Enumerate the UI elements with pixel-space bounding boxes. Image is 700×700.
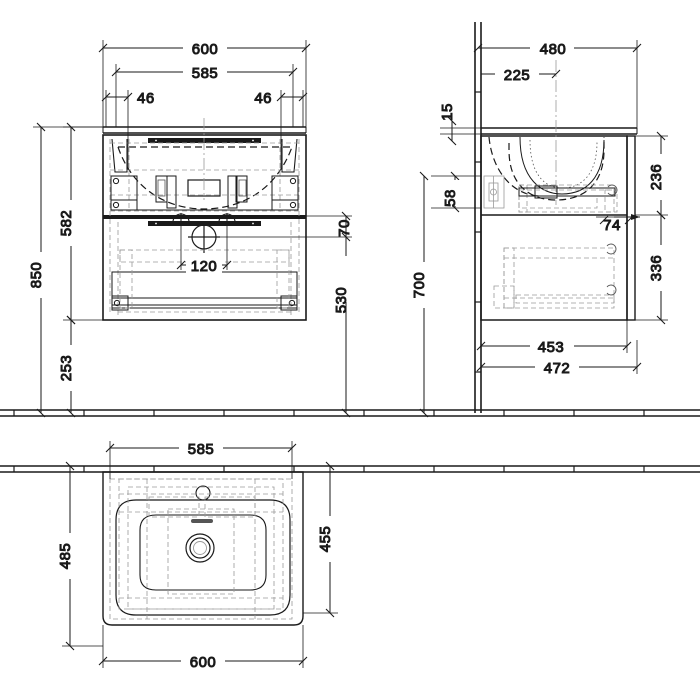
floor-line-lower xyxy=(0,465,700,473)
side-wall-bracket xyxy=(483,175,505,209)
dim-side-225: 225 xyxy=(481,64,561,85)
side-cabinet-body xyxy=(480,135,636,321)
plan-tap-hole xyxy=(195,485,211,501)
dim-side-58: 58 xyxy=(431,171,481,213)
plan-basin-rim xyxy=(115,499,291,616)
dim-front-253: 253 xyxy=(58,315,81,418)
dim-front-850: 850 xyxy=(28,122,103,418)
dim-label-485: 485 xyxy=(57,543,74,570)
dim-front-70: 70 xyxy=(216,211,354,242)
side-basin-profile xyxy=(488,136,605,201)
side-upper-drawer-internals xyxy=(518,184,618,213)
front-upper-drawer-internals xyxy=(110,175,299,211)
dim-side-472: 472 xyxy=(476,340,642,378)
dim-label-455: 455 xyxy=(317,526,334,553)
front-lower-drawer-internals xyxy=(111,271,298,311)
dim-plan-600: 600 xyxy=(98,625,308,672)
dim-label-472: 472 xyxy=(544,360,571,377)
dim-side-15: 15 xyxy=(439,103,481,146)
plan-view: 585 485 455 600 xyxy=(57,438,340,672)
side-elevation-view: 480 225 15 58 700 xyxy=(411,22,671,418)
plan-waste-outlet xyxy=(185,533,215,563)
dim-label-600-plan: 600 xyxy=(190,654,217,671)
dim-label-253: 253 xyxy=(58,355,75,382)
front-basin-hidden-outline xyxy=(117,146,293,210)
side-countertop xyxy=(481,127,638,135)
dim-front-46-left: 46 xyxy=(101,90,155,170)
dim-label-582: 582 xyxy=(58,210,75,237)
front-basin-wings xyxy=(111,138,298,173)
dim-label-453: 453 xyxy=(538,339,565,356)
dim-front-530: 530 xyxy=(333,237,356,418)
front-tap-holes xyxy=(172,213,236,223)
dim-plan-455: 455 xyxy=(303,461,340,618)
dim-front-582: 582 xyxy=(58,122,103,325)
front-drawer-divider xyxy=(103,215,306,219)
front-cabinet-body xyxy=(102,134,307,321)
dim-label-600-front: 600 xyxy=(192,41,219,58)
dim-label-120: 120 xyxy=(191,258,218,275)
side-lower-drawer-runner xyxy=(606,243,617,296)
dim-label-74: 74 xyxy=(603,217,621,234)
dim-label-700: 700 xyxy=(411,272,428,299)
plan-hidden-cabinet xyxy=(109,478,293,620)
dim-front-585: 585 xyxy=(111,62,298,127)
dim-plan-585: 585 xyxy=(105,438,297,479)
dim-label-46-right: 46 xyxy=(254,90,272,107)
side-lower-drawer-internals xyxy=(493,247,615,309)
side-upper-drawer-frame xyxy=(518,184,618,197)
dim-side-236: 236 xyxy=(635,131,671,220)
dim-label-58: 58 xyxy=(442,189,459,207)
dim-label-70: 70 xyxy=(336,219,353,237)
dim-front-120: 120 xyxy=(176,222,232,276)
front-countertop xyxy=(102,126,307,134)
dim-side-453: 453 xyxy=(476,320,632,357)
dim-label-236: 236 xyxy=(648,164,665,191)
dim-label-585-plan: 585 xyxy=(188,441,215,458)
dim-label-530: 530 xyxy=(333,287,350,314)
plan-countertop-outline xyxy=(102,471,304,626)
floor-line-upper xyxy=(0,409,700,417)
dim-plan-485: 485 xyxy=(57,461,103,651)
dim-label-15: 15 xyxy=(439,103,456,121)
dim-label-225: 225 xyxy=(504,67,531,84)
dim-label-46-left: 46 xyxy=(137,90,155,107)
front-upper-center-detail xyxy=(157,179,247,197)
front-elevation-view: 600 585 46 46 850 xyxy=(28,38,356,418)
plan-overflow-slot xyxy=(191,519,213,523)
dim-label-480: 480 xyxy=(540,41,567,58)
dim-side-336: 336 xyxy=(635,210,671,325)
dim-side-74: 74 xyxy=(596,214,640,235)
dim-front-46-right: 46 xyxy=(254,90,308,170)
dim-label-850: 850 xyxy=(28,262,45,289)
plan-basin-bowl xyxy=(139,514,267,591)
dim-label-585-front: 585 xyxy=(192,65,219,82)
dim-front-600: 600 xyxy=(98,38,311,127)
upper-drawer-handle xyxy=(148,138,261,143)
dim-label-336: 336 xyxy=(648,255,665,282)
dim-side-700: 700 xyxy=(411,171,434,418)
dim-side-480: 480 xyxy=(473,38,642,128)
side-wall-line xyxy=(474,22,482,413)
